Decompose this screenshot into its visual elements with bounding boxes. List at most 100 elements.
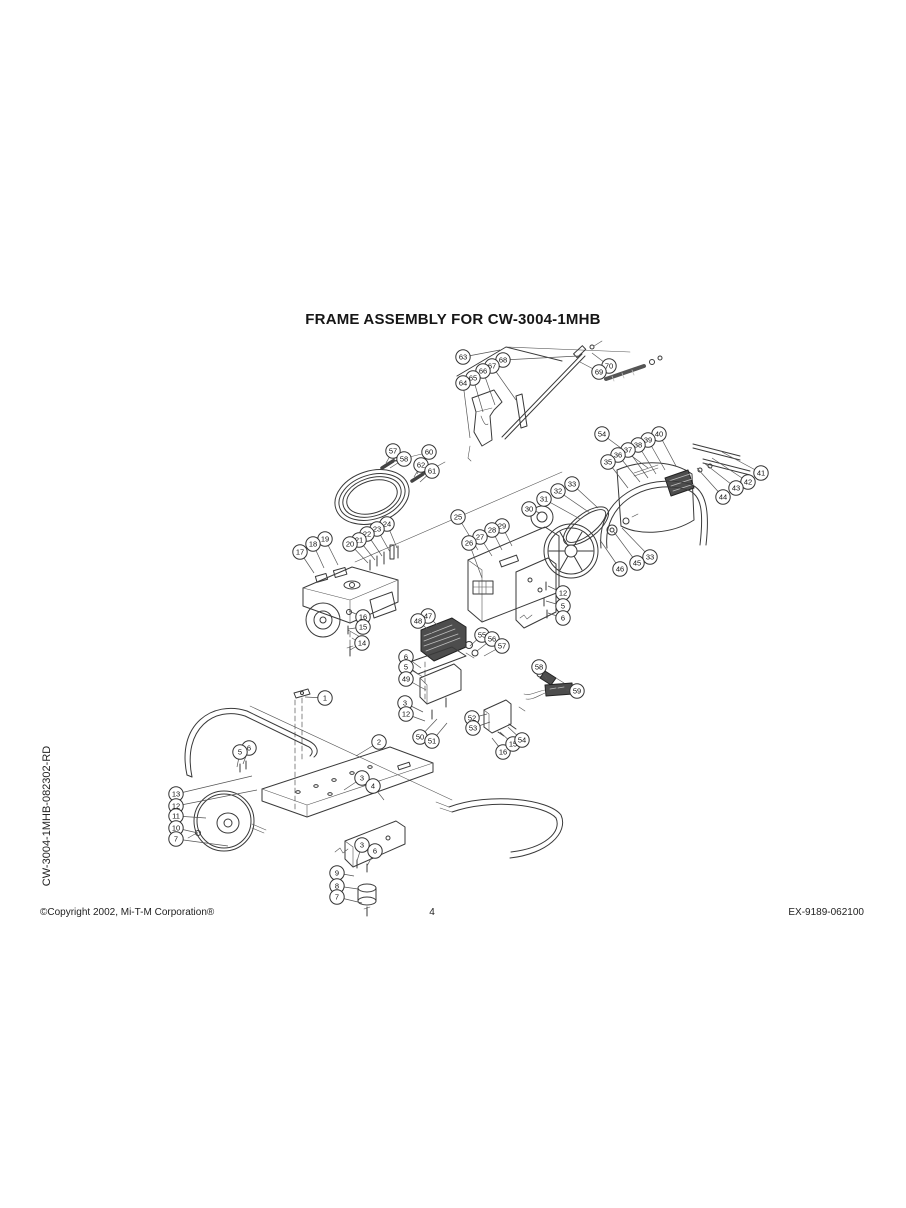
svg-text:33: 33 bbox=[646, 553, 654, 562]
svg-text:65: 65 bbox=[469, 374, 477, 383]
svg-text:31: 31 bbox=[540, 495, 548, 504]
svg-text:57: 57 bbox=[389, 447, 397, 456]
callout-12: 12 bbox=[547, 585, 571, 601]
callout-5: 5 bbox=[545, 598, 571, 614]
callout-57: 57 bbox=[483, 638, 510, 657]
callout-11: 11 bbox=[168, 808, 207, 824]
svg-text:24: 24 bbox=[383, 520, 391, 529]
wheel bbox=[187, 790, 267, 852]
svg-text:13: 13 bbox=[172, 790, 180, 799]
svg-text:6: 6 bbox=[373, 847, 377, 856]
svg-text:51: 51 bbox=[428, 737, 436, 746]
svg-text:32: 32 bbox=[554, 487, 562, 496]
svg-text:68: 68 bbox=[499, 356, 507, 365]
callout-19: 19 bbox=[317, 531, 339, 566]
callout-63: 63 bbox=[455, 349, 501, 365]
svg-text:67: 67 bbox=[488, 362, 496, 371]
callout-64: 64 bbox=[455, 375, 471, 439]
svg-text:40: 40 bbox=[655, 430, 663, 439]
svg-text:2: 2 bbox=[377, 738, 381, 747]
svg-text:7: 7 bbox=[335, 893, 339, 902]
svg-text:5: 5 bbox=[404, 663, 408, 672]
svg-text:48: 48 bbox=[414, 617, 422, 626]
handle-tube bbox=[184, 707, 318, 778]
svg-text:15: 15 bbox=[509, 740, 517, 749]
callout-69: 69 bbox=[579, 361, 607, 380]
callout-33: 33 bbox=[564, 476, 599, 509]
svg-text:28: 28 bbox=[488, 526, 496, 535]
svg-text:66: 66 bbox=[479, 367, 487, 376]
callout-48: 48 bbox=[410, 613, 433, 634]
svg-text:9: 9 bbox=[335, 869, 339, 878]
svg-text:11: 11 bbox=[172, 812, 180, 821]
svg-text:26: 26 bbox=[465, 539, 473, 548]
svg-text:57: 57 bbox=[498, 642, 506, 651]
guide-lines bbox=[249, 471, 563, 813]
svg-text:23: 23 bbox=[373, 525, 381, 534]
callout-40: 40 bbox=[651, 426, 677, 467]
svg-text:6: 6 bbox=[404, 653, 408, 662]
callout-13: 13 bbox=[168, 775, 253, 802]
callout-50: 50 bbox=[412, 718, 438, 745]
svg-text:41: 41 bbox=[757, 469, 765, 478]
svg-text:12: 12 bbox=[402, 710, 410, 719]
svg-text:61: 61 bbox=[428, 467, 436, 476]
page-number: 4 bbox=[429, 907, 435, 918]
svg-text:8: 8 bbox=[335, 882, 339, 891]
callout-28: 28 bbox=[484, 522, 503, 551]
page-title: FRAME ASSEMBLY FOR CW-3004-1MHB bbox=[305, 311, 601, 328]
svg-text:70: 70 bbox=[605, 362, 613, 371]
callout-27: 27 bbox=[472, 529, 493, 557]
callout-20: 20 bbox=[342, 536, 369, 564]
callout-49: 49 bbox=[398, 671, 427, 691]
svg-text:12: 12 bbox=[559, 589, 567, 598]
callout-2: 2 bbox=[355, 734, 387, 757]
rubber-foot bbox=[357, 883, 377, 917]
svg-text:43: 43 bbox=[732, 484, 740, 493]
callout-46: 46 bbox=[599, 539, 628, 577]
callout-4: 4 bbox=[365, 778, 385, 801]
svg-text:6: 6 bbox=[247, 744, 251, 753]
callout-26: 26 bbox=[461, 535, 483, 579]
svg-text:36: 36 bbox=[614, 451, 622, 460]
svg-text:47: 47 bbox=[424, 612, 432, 621]
svg-text:5: 5 bbox=[238, 748, 242, 757]
svg-text:42: 42 bbox=[744, 478, 752, 487]
callout-68: 68 bbox=[495, 352, 579, 368]
svg-text:50: 50 bbox=[416, 733, 424, 742]
svg-text:7: 7 bbox=[174, 835, 178, 844]
callout-5: 5 bbox=[232, 744, 248, 768]
svg-text:35: 35 bbox=[604, 458, 612, 467]
belt-drive bbox=[530, 505, 639, 579]
callout-33: 33 bbox=[621, 527, 658, 565]
callout-18: 18 bbox=[305, 536, 325, 569]
callout-15: 15 bbox=[347, 619, 371, 635]
spray-gun-assembly bbox=[456, 340, 663, 462]
svg-text:3: 3 bbox=[403, 699, 407, 708]
svg-text:16: 16 bbox=[359, 613, 367, 622]
svg-text:59: 59 bbox=[573, 687, 581, 696]
svg-text:49: 49 bbox=[402, 675, 410, 684]
document-number: EX-9189-062100 bbox=[788, 907, 864, 918]
svg-text:38: 38 bbox=[634, 441, 642, 450]
engine bbox=[302, 544, 399, 657]
pump bbox=[403, 617, 479, 720]
svg-text:69: 69 bbox=[595, 368, 603, 377]
callout-9: 9 bbox=[329, 865, 355, 881]
svg-text:17: 17 bbox=[296, 548, 304, 557]
svg-text:63: 63 bbox=[459, 353, 467, 362]
svg-text:29: 29 bbox=[498, 522, 506, 531]
svg-text:62: 62 bbox=[417, 461, 425, 470]
svg-text:19: 19 bbox=[321, 535, 329, 544]
svg-text:55: 55 bbox=[478, 631, 486, 640]
svg-text:54: 54 bbox=[598, 430, 606, 439]
svg-text:22: 22 bbox=[363, 530, 371, 539]
support-leg bbox=[334, 798, 564, 873]
side-panel bbox=[515, 557, 557, 629]
callout-3: 3 bbox=[354, 837, 370, 862]
callout-1: 1 bbox=[304, 690, 333, 706]
callout-7: 7 bbox=[329, 889, 363, 905]
svg-text:25: 25 bbox=[454, 513, 462, 522]
svg-text:14: 14 bbox=[358, 639, 366, 648]
